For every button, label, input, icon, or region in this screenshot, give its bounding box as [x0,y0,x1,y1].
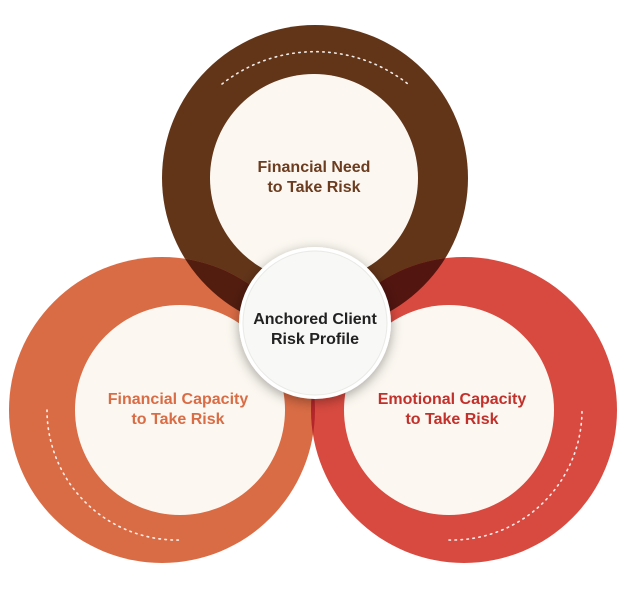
label-financial-need-line2: to Take Risk [267,179,361,196]
label-anchored-profile: Anchored Client Risk Profile [232,300,398,360]
inner-disc-left [75,305,285,515]
label-anchored-profile-line1: Anchored Client [253,311,377,328]
inner-disc-top [210,74,418,282]
label-emotional-capacity-line1: Emotional Capacity [377,391,527,408]
label-anchored-profile-line2: Risk Profile [270,331,360,348]
dotted-arc-top [221,50,409,85]
dotted-arc-left [46,409,181,541]
label-financial-capacity-line2: to Take Risk [131,411,225,428]
dotted-arc-right [448,409,583,541]
label-financial-capacity-line1: Financial Capacity [107,391,249,408]
label-emotional-capacity-line2: to Take Risk [405,411,499,428]
label-financial-need-line1: Financial Need [257,159,371,176]
label-financial-need: Financial Need to Take Risk [214,148,414,208]
inner-disc-right [344,305,554,515]
label-financial-capacity: Financial Capacity to Take Risk [78,380,278,440]
center-disc-fill [242,250,388,396]
label-emotional-capacity: Emotional Capacity to Take Risk [352,380,552,440]
